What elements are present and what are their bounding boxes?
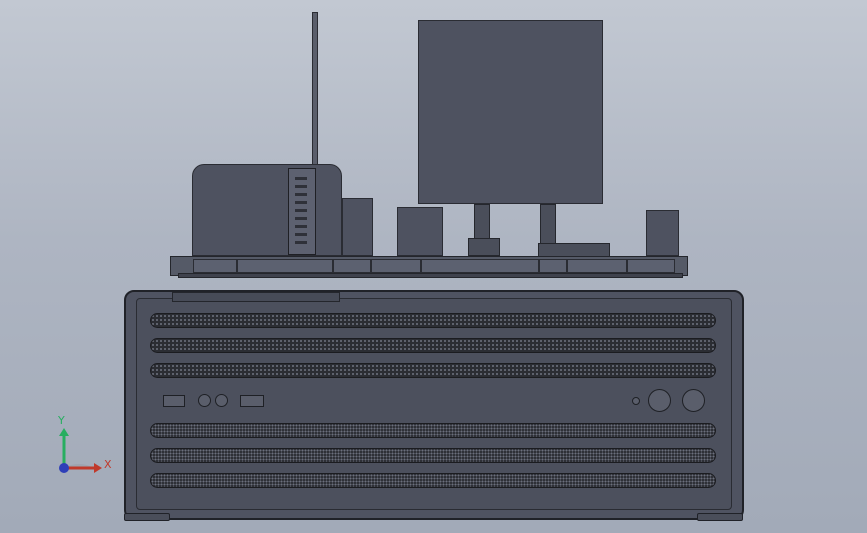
round-port-1 (198, 394, 211, 407)
large-round-port-2 (682, 389, 705, 412)
vent-row-4 (150, 423, 716, 438)
module-post-base-right (538, 243, 610, 257)
triad-x-label: X (104, 458, 112, 471)
large-round-port-1 (648, 389, 671, 412)
coordinate-triad: Y X (48, 414, 118, 478)
triad-y-label: Y (58, 414, 65, 427)
terminal-block (646, 210, 679, 256)
display-module (418, 20, 603, 204)
board-base (178, 273, 683, 278)
vent-row-2 (150, 338, 716, 353)
rect-port-left (163, 395, 185, 407)
small-round-port (632, 397, 640, 405)
chip-block (397, 207, 443, 256)
enclosure (192, 164, 342, 256)
vent-row-6 (150, 473, 716, 488)
vent-row-1 (150, 313, 716, 328)
triad-icon (59, 428, 102, 473)
foot-right (697, 513, 743, 521)
vent-row-5 (150, 448, 716, 463)
foot-left (124, 513, 170, 521)
capacitor-block (342, 198, 373, 256)
chassis-top-mount (172, 292, 340, 302)
vent-row-3 (150, 363, 716, 378)
rect-port-right (240, 395, 264, 407)
module-post-right (540, 204, 556, 244)
circuit-board (170, 256, 688, 276)
round-port-2 (215, 394, 228, 407)
connector (288, 168, 316, 255)
module-post-base-left (468, 238, 500, 256)
module-post-left (474, 204, 490, 240)
